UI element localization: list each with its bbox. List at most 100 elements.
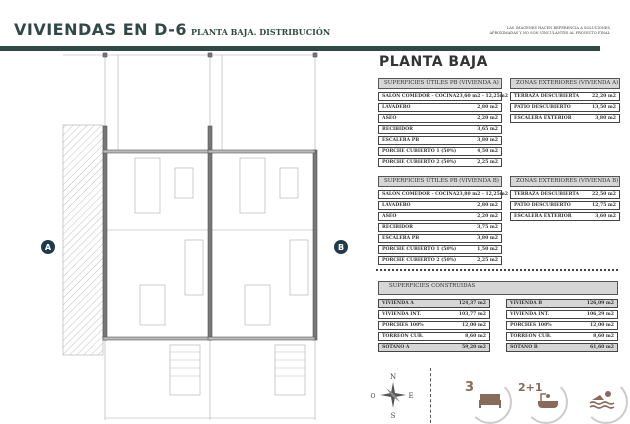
row-value: 12,00 m2 (589, 323, 614, 328)
row-label: TERRAZA DESCUBIERTA (514, 192, 580, 197)
table-row: PORCHE CUBIERTO 2 (50%) 2,25 m2 (378, 256, 502, 265)
subtitle: PLANTA BAJA. DISTRIBUCIÓN (191, 27, 331, 37)
row-label: TORREÓN CUB. (382, 334, 424, 339)
dashed-divider (430, 368, 431, 423)
row-value: 126,09 m2 (586, 301, 614, 306)
table-row: PORCHES 100% 12,00 m2 (506, 321, 618, 330)
row-label: RECIBIDOR (382, 225, 413, 230)
row-label: PORCHE CUBIERTO 2 (50%) (382, 160, 457, 165)
page-title: VIVIENDAS EN D-6 PLANTA BAJA. DISTRIBUCIÓ… (14, 20, 330, 39)
row-label: PORCHES 100% (510, 323, 552, 328)
row-value: 3,65 m2 (477, 127, 498, 132)
row-value: 23,80 m2 - 12,25m2 (456, 192, 508, 197)
compass-n: N (390, 373, 396, 381)
row-value: 124,37 m2 (458, 301, 486, 306)
row-label: ESCALERA EXTERIOR (514, 214, 572, 219)
marker-a-label: A (45, 243, 52, 252)
table-exteriores-b: ZONAS EXTERIORES (VIVIENDA B) TERRAZA DES… (510, 176, 620, 223)
table-row: VIVIENDA A 124,37 m2 (378, 299, 490, 308)
title-text: VIVIENDAS EN D-6 (14, 20, 187, 39)
row-value: 106,29 m2 (586, 312, 614, 317)
bed-icon (479, 394, 501, 408)
row-value: 22,50 m2 (591, 192, 616, 197)
row-label: LAVADERO (382, 105, 411, 110)
row-label: VIVIENDA INT. (382, 312, 422, 317)
floor-plan: A B (41, 52, 348, 420)
table-row: TORREÓN CUB.8,60 m2 (506, 332, 618, 341)
table-header: ZONAS EXTERIORES (VIVIENDA A) (510, 78, 620, 89)
row-label: PATIO DESCUBIERTO (514, 203, 571, 208)
table-exteriores-a: ZONAS EXTERIORES (VIVIENDA A) TERRAZA DES… (510, 78, 620, 125)
table-row: ESCALERA PB 3,80 m2 (378, 136, 502, 145)
table-header: SUPERFICIES ÚTILES PB (VIVIENDA A) (378, 78, 502, 89)
table-row: TORREÓN CUB. 8,60 m2 (378, 332, 490, 341)
marker-a (41, 240, 55, 254)
row-value: 2,80 m2 (477, 203, 498, 208)
row-label: SÓTANO B (510, 345, 538, 350)
disclaimer: LAS IMÁGENES HACEN REFERENCIA A SOLUCION… (455, 26, 610, 36)
row-label: ASEO (382, 214, 397, 219)
table-row: PORCHE CUBIERTO 1 (50%) 1,50 m2 (378, 245, 502, 254)
disclaimer-line: LAS IMÁGENES HACEN REFERENCIA A SOLUCION… (506, 26, 610, 30)
row-value: 103,77 m2 (458, 312, 486, 317)
row-label: VIVIENDA INT. (510, 312, 550, 317)
row-label: TERRAZA DESCUBIERTA (514, 94, 580, 99)
swimmer-icon (589, 391, 615, 409)
row-value: 2,80 m2 (477, 105, 498, 110)
row-value: 3,75 m2 (477, 225, 498, 230)
row-label: ASEO (382, 116, 397, 121)
row-value: 1,50 m2 (477, 247, 498, 252)
table-utiles-a: SUPERFICIES ÚTILES PB (VIVIENDA A) SALÓN … (378, 78, 508, 169)
row-label: TORREÓN CUB. (510, 334, 552, 339)
marker-b (334, 240, 348, 254)
row-label: ESCALERA PB (382, 236, 420, 241)
table-row: TERRAZA DESCUBIERTA 22,50 m2 (510, 190, 620, 199)
bathtub-icon (538, 393, 558, 408)
row-value: 2,25 m2 (477, 258, 498, 263)
row-value: 3,60 m2 (595, 214, 616, 219)
row-label: PORCHES 100% (382, 323, 424, 328)
section-title: PLANTA BAJA (379, 54, 488, 70)
row-value: 4,50 m2 (477, 149, 498, 154)
row-label: SALÓN COMEDOR - COCINA (382, 94, 457, 99)
row-label: VIVIENDA B (510, 301, 543, 306)
table-row: PORCHE CUBIERTO 1 (50%) 4,50 m2 (378, 147, 502, 156)
table-row: PATIO DESCUBIERTO 13,50 m2 (510, 103, 620, 112)
row-value: 12,00 m2 (461, 323, 486, 328)
row-value: 3,80 m2 (477, 138, 498, 143)
table-row: VIVIENDA INT. 103,77 m2 (378, 310, 490, 319)
row-value: 13,50 m2 (591, 105, 616, 110)
table-row: LAVADERO 2,80 m2 (378, 103, 502, 112)
row-label: PATIO DESCUBIERTO (514, 105, 571, 110)
table-row: TERRAZA DESCUBIERTA 22,20 m2 (510, 92, 620, 101)
table-row: VIVIENDA B 126,09 m2 (506, 299, 618, 308)
row-label: ESCALERA PB (382, 138, 420, 143)
row-value: 3,80 m2 (595, 116, 616, 121)
compass-s: S (391, 412, 396, 420)
row-value: 22,20 m2 (591, 94, 616, 99)
row-label: PORCHE CUBIERTO 1 (50%) (382, 247, 457, 252)
construidas-b: VIVIENDA B 126,09 m2 VIVIENDA INT. 106,29 m… (506, 299, 618, 354)
row-label: PORCHE CUBIERTO 1 (50%) (382, 149, 457, 154)
construidas-a: VIVIENDA A 124,37 m2 VIVIENDA INT. 103,77 m… (378, 299, 490, 354)
row-value: 8,60 m2 (465, 334, 486, 339)
row-label: SALÓN COMEDOR - COCINA (382, 192, 457, 197)
dotted-divider (376, 269, 618, 271)
table-header: ZONAS EXTERIORES (VIVIENDA B) (510, 176, 620, 187)
row-label: VIVIENDA A (382, 301, 414, 306)
table-row: PORCHE CUBIERTO 2 (50%)2,25 m2 (378, 158, 502, 167)
row-label: PORCHE CUBIERTO 2 (50%) (382, 258, 457, 263)
compass-e: E (408, 392, 413, 400)
table-row: VIVIENDA INT. 106,29 m2 (506, 310, 618, 319)
row-value: 2,20 m2 (477, 116, 498, 121)
marker-b-label: B (338, 243, 344, 252)
table-row: ASEO 2,20 m2 (378, 114, 502, 123)
table-row: RECIBIDOR 3,75 m2 (378, 223, 502, 232)
row-label: RECIBIDOR (382, 127, 413, 132)
table-header: SUPERFICIES ÚTILES PB (VIVIENDA B) (378, 176, 502, 187)
